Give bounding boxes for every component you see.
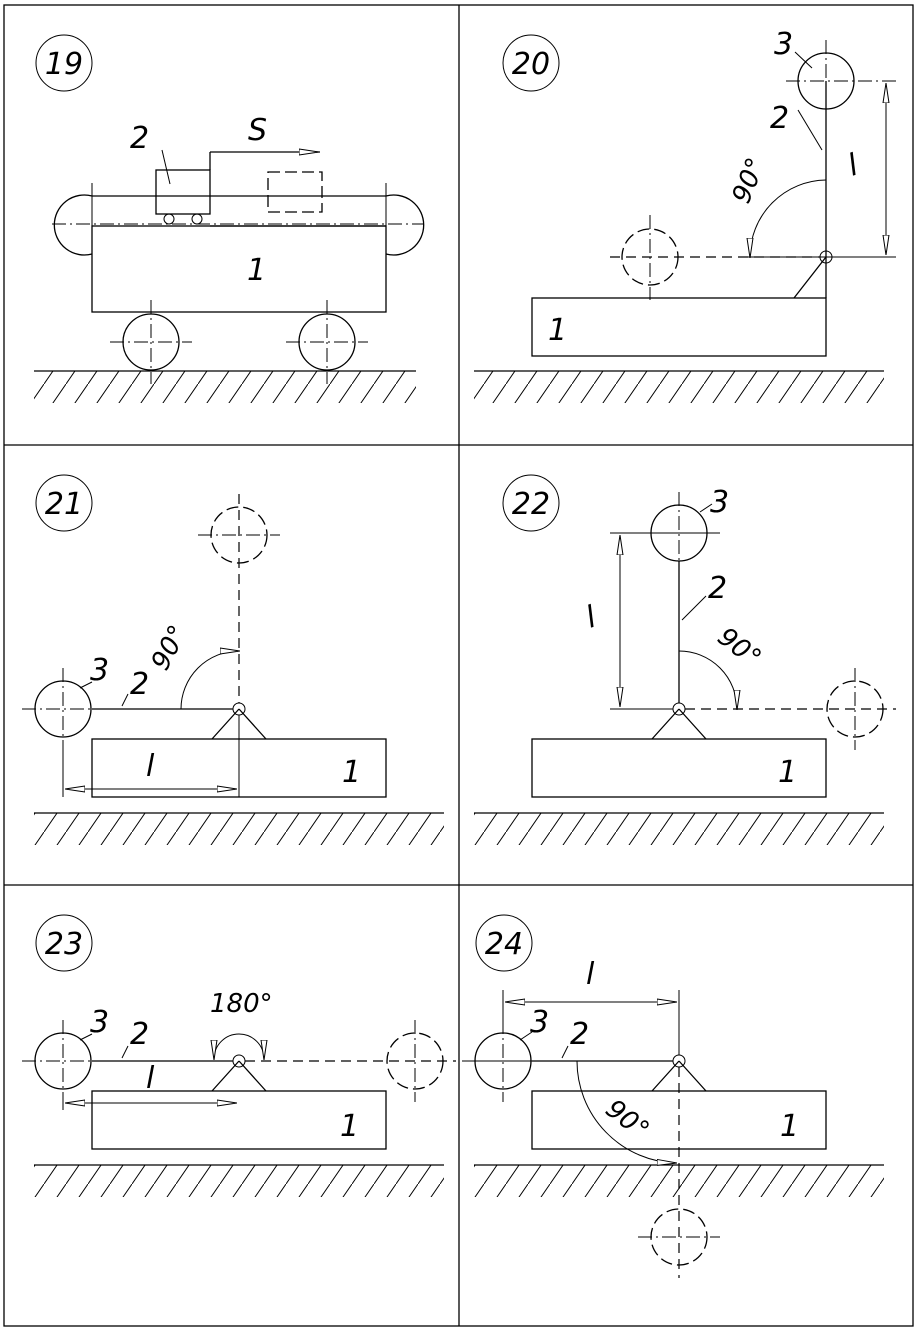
label-length: l bbox=[146, 749, 155, 784]
sheet-frame bbox=[3, 4, 914, 1327]
end-pulley-right bbox=[385, 183, 425, 264]
gripper-alt-position bbox=[245, 1020, 456, 1102]
panel-number: 22 bbox=[512, 487, 550, 522]
label-base: 1 bbox=[247, 253, 266, 288]
panel-23: 23 1 2 3 l 180° bbox=[22, 914, 456, 1197]
rotation-arc bbox=[180, 651, 239, 710]
label-length: l bbox=[586, 957, 595, 992]
label-angle: 90° bbox=[712, 622, 767, 674]
gripper-alt-position bbox=[610, 668, 896, 750]
gripper-alt-position bbox=[198, 494, 280, 703]
panel-number-circle bbox=[35, 914, 93, 972]
label-angle: 90° bbox=[146, 621, 194, 676]
gripper bbox=[462, 1020, 544, 1102]
carriage bbox=[155, 150, 323, 225]
label-arm: 2 bbox=[708, 571, 727, 606]
end-pulley-left bbox=[53, 183, 93, 264]
carriage-end-position bbox=[267, 171, 323, 213]
panel-number: 24 bbox=[485, 927, 523, 962]
label-carriage: 2 bbox=[130, 121, 149, 156]
panel-21: 21 1 2 3 l 90° bbox=[22, 474, 444, 845]
base-body bbox=[531, 738, 827, 798]
wheel-right bbox=[286, 300, 368, 384]
gripper bbox=[610, 492, 720, 574]
label-gripper: 3 bbox=[774, 27, 793, 62]
label-length: l bbox=[582, 600, 601, 636]
base-body bbox=[91, 225, 387, 313]
rotation-arc bbox=[576, 1060, 676, 1163]
ground bbox=[34, 1164, 444, 1197]
label-stroke: S bbox=[248, 113, 267, 148]
panel-number: 23 bbox=[45, 927, 83, 962]
label-angle: 90° bbox=[727, 154, 772, 208]
panel-24: 24 1 2 3 l 90° bbox=[462, 914, 884, 1278]
gripper bbox=[786, 40, 896, 120]
label-gripper: 3 bbox=[90, 653, 109, 688]
label-base: 1 bbox=[548, 313, 567, 348]
label-base: 1 bbox=[778, 755, 797, 790]
panel-number-circle bbox=[35, 474, 93, 532]
label-angle: 180° bbox=[210, 989, 273, 1019]
wheel-left bbox=[110, 300, 192, 384]
label-length: l bbox=[844, 148, 863, 184]
gripper-alt-position bbox=[638, 1067, 720, 1278]
label-base: 1 bbox=[780, 1109, 799, 1144]
rotation-arc bbox=[750, 179, 827, 257]
rotation-arc bbox=[678, 650, 737, 709]
base-body bbox=[531, 297, 827, 357]
label-arm: 2 bbox=[570, 1017, 589, 1052]
ground bbox=[34, 812, 444, 845]
panel-number-circle bbox=[35, 34, 93, 92]
label-angle: 90° bbox=[600, 1094, 655, 1146]
label-arm: 2 bbox=[770, 101, 789, 136]
label-gripper: 3 bbox=[90, 1005, 109, 1040]
panel-19: 19 bbox=[34, 34, 425, 403]
gripper bbox=[22, 1020, 104, 1102]
panel-number-circle bbox=[502, 474, 560, 532]
panel-number-circle bbox=[502, 34, 560, 92]
label-arm: 2 bbox=[130, 667, 149, 702]
panel-number-circle bbox=[475, 914, 533, 972]
label-arm: 2 bbox=[130, 1017, 149, 1052]
gripper-alt-position bbox=[610, 215, 896, 300]
label-base: 1 bbox=[340, 1109, 359, 1144]
base-body bbox=[91, 1090, 387, 1150]
label-length: l bbox=[146, 1061, 155, 1096]
label-gripper: 3 bbox=[710, 485, 729, 520]
panel-number: 20 bbox=[512, 47, 550, 82]
ground bbox=[474, 812, 884, 845]
ground bbox=[474, 370, 884, 403]
rotation-arc bbox=[214, 1033, 264, 1059]
label-gripper: 3 bbox=[530, 1005, 549, 1040]
panel-22: 22 1 2 3 l 90° bbox=[474, 474, 896, 845]
panel-number: 21 bbox=[45, 487, 83, 522]
label-base: 1 bbox=[342, 755, 361, 790]
ground bbox=[34, 370, 416, 403]
panel-20: 20 1 2 3 l 90° bbox=[474, 27, 896, 403]
gripper bbox=[22, 668, 104, 750]
panel-number: 19 bbox=[45, 47, 83, 82]
